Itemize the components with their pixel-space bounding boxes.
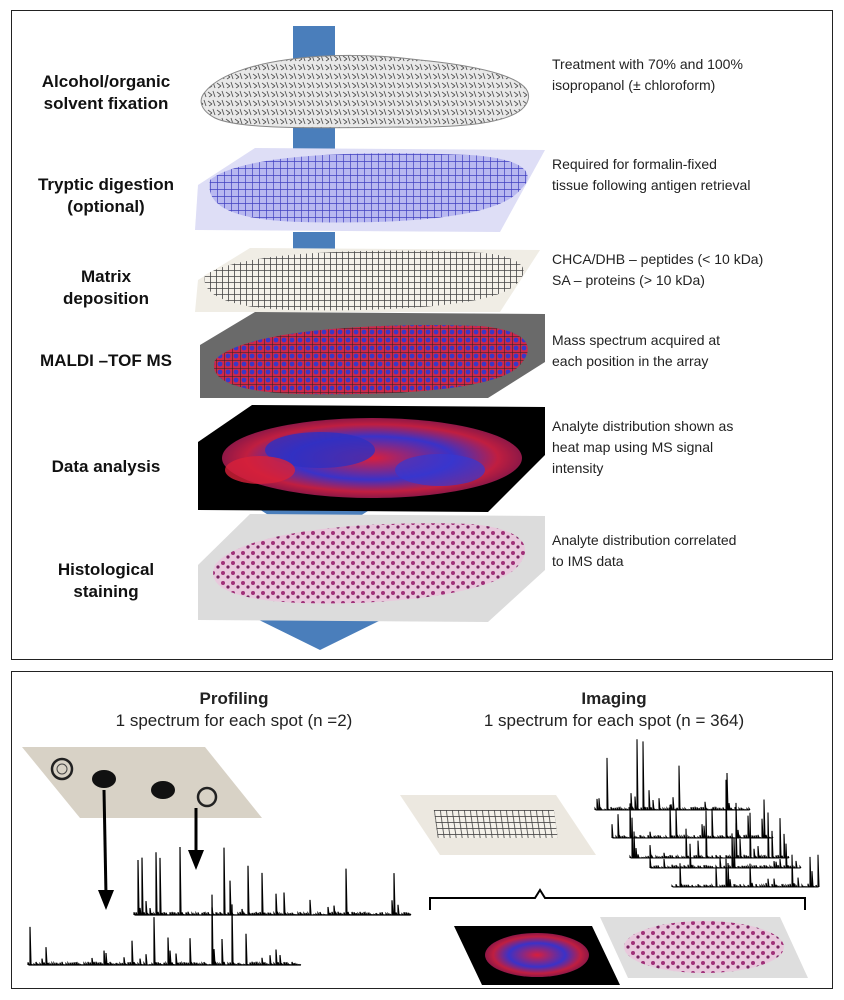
step-label-digestion: Tryptic digestion (optional) [37, 175, 175, 216]
profiling-arrows [98, 789, 204, 910]
imaging-heading: Imaging 1 spectrum for each spot (n = 36… [424, 688, 804, 732]
step-label-data-analysis: Data analysis [51, 457, 161, 476]
profiling-spectra [27, 846, 412, 966]
profiling-heading: Profiling 1 spectrum for each spot (n =2… [44, 688, 424, 732]
step-desc-fixation: Treatment with 70% and 100% isopropanol … [552, 56, 743, 93]
stained-tissue-image [198, 514, 545, 622]
imaging-heatmap-thumbnail [454, 926, 620, 985]
step-desc-matrix: CHCA/DHB – peptides (< 10 kDa) SA – prot… [552, 251, 764, 288]
imaging-stain-thumbnail [600, 917, 808, 978]
profiling-subtitle: 1 spectrum for each spot (n =2) [115, 711, 353, 730]
imaging-brace [429, 888, 806, 910]
step-desc-digestion: Required for formalin-fixed tissue follo… [552, 156, 751, 193]
profiling-slide-image [22, 747, 262, 818]
step-desc-staining: Analyte distribution correlated to IMS d… [552, 532, 737, 569]
step-label-fixation: Alcohol/organic solvent fixation [41, 72, 171, 113]
digestion-grid-image [195, 148, 545, 232]
profiling-title: Profiling [199, 689, 269, 708]
step-desc-data-analysis: Analyte distribution shown as heat map u… [552, 418, 734, 476]
imaging-spectra [594, 739, 820, 888]
maldi-plate-image [200, 312, 545, 398]
heatmap-image [198, 405, 545, 512]
imaging-title: Imaging [581, 689, 647, 708]
imaging-subtitle: 1 spectrum for each spot (n = 364) [483, 711, 745, 730]
matrix-grid-image [195, 248, 540, 312]
fixation-tissue-image [200, 54, 529, 129]
step-label-matrix: Matrix deposition [63, 267, 149, 308]
step-label-staining: Histological staining [57, 560, 155, 601]
step-label-maldi: MALDI –TOF MS [40, 351, 172, 370]
imaging-slide-image [400, 795, 596, 855]
step-desc-maldi: Mass spectrum acquired at each position … [552, 332, 721, 369]
